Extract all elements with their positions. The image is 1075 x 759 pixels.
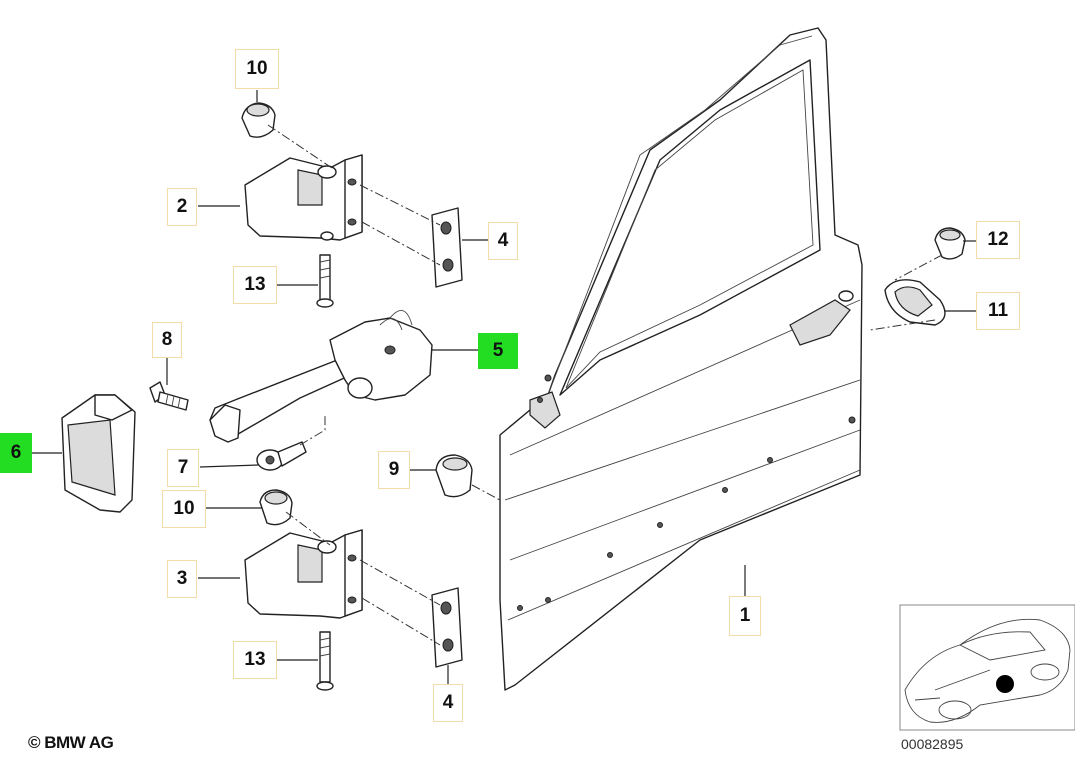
assembly-line [359,559,441,606]
callout-4-lower-plate[interactable]: 4 [433,684,463,722]
assembly-line [471,484,501,501]
grommet-9 [435,454,473,498]
upper-hinge [244,154,363,241]
callout-6-housing[interactable]: 6 [0,433,32,473]
callout-7-bolt[interactable]: 7 [167,449,199,487]
callout-1-door[interactable]: 1 [729,596,761,636]
assembly-line [299,415,326,446]
callout-10-lower-nut[interactable]: 10 [162,490,206,528]
upper-bolt [316,254,334,308]
image-number: 00082895 [901,736,964,752]
assembly-line [267,124,333,169]
bolt-8 [149,381,189,411]
leader-lines [32,90,976,684]
lower-bolt [316,631,334,691]
assembly-line [869,319,936,331]
lower-hinge [244,529,363,619]
callout-2-upper-hinge[interactable]: 2 [167,188,197,226]
callout-10-upper-nut[interactable]: 10 [235,49,279,89]
callout-3-lower-hinge[interactable]: 3 [167,560,197,598]
callout-11-cover[interactable]: 11 [976,292,1020,330]
cover-11 [884,279,946,326]
upper-plate [431,207,463,288]
door-check [209,310,433,443]
callout-5-door-check[interactable]: 5 [478,333,518,369]
assembly-line [359,184,441,226]
callout-4-upper-plate[interactable]: 4 [488,222,518,260]
assembly-line [361,221,441,266]
assembly-line [361,597,441,646]
assembly-line [894,254,943,281]
callout-9-grommet[interactable]: 9 [378,451,410,489]
callout-13-upper-bolt[interactable]: 13 [233,266,277,304]
copyright-notice: © BMW AG [28,733,114,752]
lower-nut [259,489,293,526]
lower-plate [431,587,463,668]
door-shell [499,27,863,691]
upper-nut [241,102,276,138]
car-locator-thumbnail [899,604,1075,731]
housing-6 [61,394,136,513]
bolt-7 [256,441,307,471]
cap-12 [934,227,966,260]
callout-8-bolt[interactable]: 8 [152,322,182,358]
callout-13-lower-bolt[interactable]: 13 [233,641,277,679]
callout-12-cap[interactable]: 12 [976,221,1020,259]
